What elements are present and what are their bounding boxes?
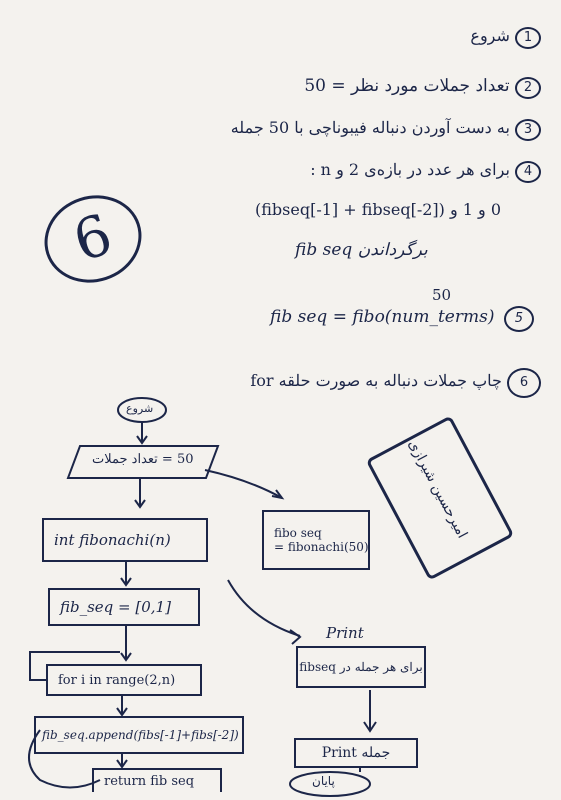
flow-print-label: Print [326, 624, 364, 642]
flow-end-oval [289, 771, 371, 797]
flow-end-text: پایان [312, 774, 335, 788]
flow-call-bottom: = fibonachi(50) [274, 540, 369, 554]
step-number: 1 [515, 27, 541, 49]
step-formula: fib seq = fibo(num_terms) [270, 307, 495, 327]
step-4: 4 برای هر عدد در بازه‌ی 2 و n : [310, 160, 541, 183]
flow-for-each-text: برای هر جمله در fibseq [299, 660, 423, 674]
flow-init-text: fib_seq = [0,1] [60, 598, 171, 616]
flow-call-top: fibo seq [274, 526, 322, 540]
flow-return-text: return fib seq [104, 773, 195, 789]
step-3: 3 به دست آوردن دنباله فیبوناچی با 50 جمل… [231, 118, 541, 141]
step-number: 2 [515, 77, 541, 99]
flow-input-text: 50 = تعداد جملات [92, 452, 194, 467]
step-text: برای هر عدد در بازه‌ی 2 و n : [310, 160, 510, 179]
step-number: 3 [515, 119, 541, 141]
step-2: 2 تعداد جملات مورد نظر = 50 [304, 76, 541, 99]
step-number: 6 [507, 368, 541, 398]
step-5-superscript: 50 [432, 286, 452, 304]
flow-def-text: int fibonachi(n) [54, 531, 171, 549]
step-number: 4 [515, 161, 541, 183]
flow-input-parallelogram [66, 445, 220, 479]
flow-init-box: fib_seq = [0,1] [48, 588, 200, 626]
step-4-return: fib seq برگرداندن [295, 240, 428, 260]
flow-print-text: Print جمله [321, 745, 391, 761]
step-number: 5 [503, 306, 534, 332]
step-6: 6 چاپ جملات دنباله به صورت حلقه for [250, 368, 541, 398]
step-1: 1 شروع [470, 26, 541, 49]
flow-def-box: int fibonachi(n) [42, 518, 208, 562]
step-text: به دست آوردن دنباله فیبوناچی با 50 جمله [230, 118, 510, 137]
flow-print-box: Print جمله [294, 738, 418, 768]
flow-call-box: fibo seq = fibonachi(50) [262, 510, 370, 570]
flow-append-text: fib_seq.append(fibs[-1]+fibs[-2]) [42, 728, 239, 742]
flow-for-each-box: برای هر جمله در fibseq [296, 646, 426, 688]
flow-return-box: return fib seq [92, 768, 222, 792]
step-text: تعداد جملات مورد نظر = 50 [304, 76, 510, 96]
step-5: fib seq = fibo(num_terms) 5 [270, 306, 534, 332]
step-4-formula: 0 و 1 و (fibseq[-1] + fibseq[-2]) [255, 200, 502, 219]
step-text: شروع [470, 26, 510, 45]
flow-start-text: شروع [126, 402, 154, 415]
flow-append-box: fib_seq.append(fibs[-1]+fibs[-2]) [34, 716, 244, 754]
flow-loop-text: for i in range(2,n) [58, 672, 176, 688]
flow-loop-box: for i in range(2,n) [46, 664, 202, 696]
step-text: چاپ جملات دنباله به صورت حلقه for [250, 371, 502, 390]
